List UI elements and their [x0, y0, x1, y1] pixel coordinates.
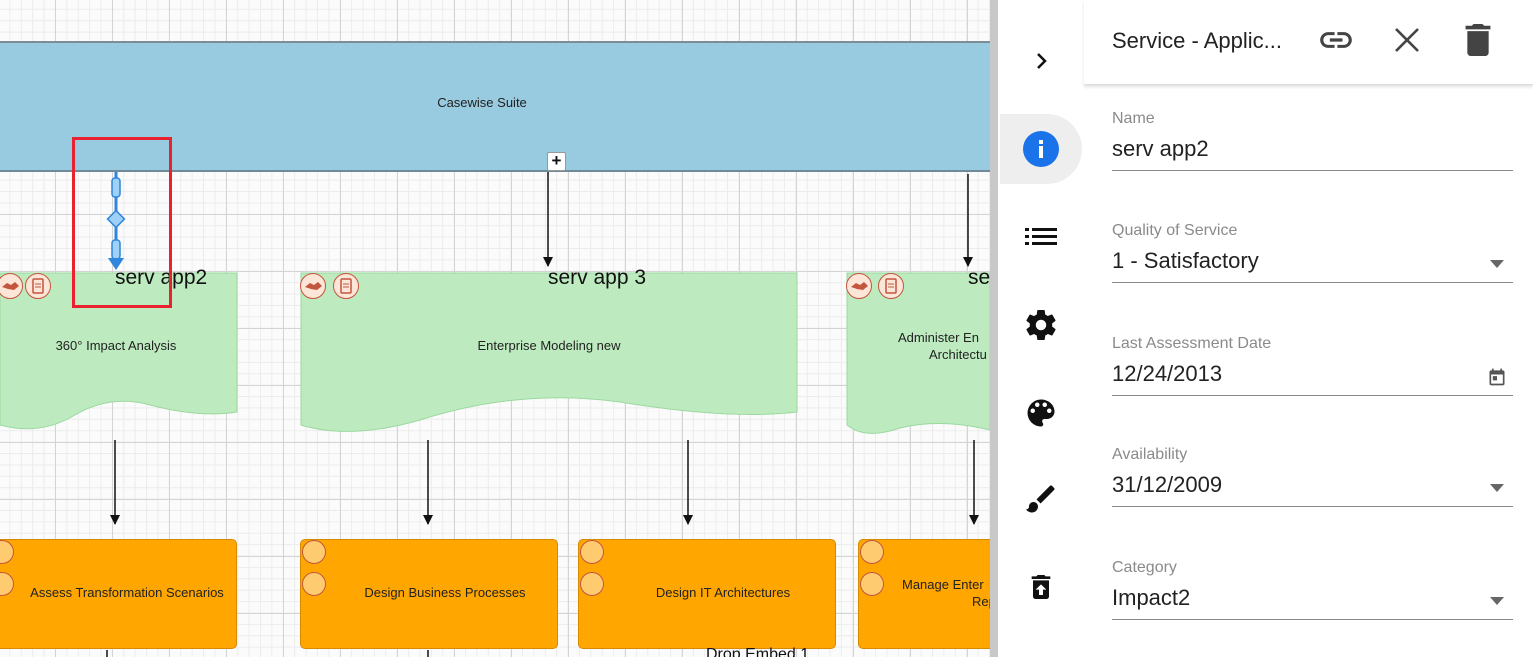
service-label: Enterprise Modeling new: [477, 338, 621, 353]
field-underline: [1112, 619, 1513, 620]
category-field-value[interactable]: Impact2: [1112, 585, 1191, 610]
process-label: Design IT Architectures: [655, 585, 791, 600]
process-label-line: Manage Enter: [902, 577, 984, 592]
trash-icon: [1465, 24, 1491, 56]
name-field-value[interactable]: serv app2: [1112, 136, 1209, 161]
tab-brush[interactable]: [998, 470, 1084, 528]
add-child-button[interactable]: +: [547, 152, 566, 171]
delete-button[interactable]: [1458, 20, 1498, 60]
dropdown-arrow-icon[interactable]: [1487, 254, 1507, 274]
tab-settings[interactable]: [998, 296, 1084, 354]
link-button[interactable]: [1316, 20, 1356, 60]
assessment-field-label: Last Assessment Date: [1112, 335, 1272, 352]
process-edit-icon: [860, 572, 884, 596]
tab-info[interactable]: [998, 120, 1084, 178]
field-underline: [1112, 170, 1513, 171]
assessment-field-value[interactable]: 12/24/2013: [1112, 361, 1223, 386]
process-label-line: Rep: [972, 594, 990, 609]
process-type-icon: [302, 540, 326, 564]
casewise-suite-shape[interactable]: Casewise Suite: [0, 41, 990, 172]
diagram-shapes: [0, 172, 990, 657]
service-label: 360° Impact Analysis: [55, 338, 177, 353]
info-icon: [1023, 131, 1059, 167]
quality-field-value[interactable]: 1 - Satisfactory: [1112, 248, 1259, 273]
properties-panel: Service - Applic... Name serv app2 Quali…: [1084, 0, 1533, 657]
service-title: se: [968, 266, 990, 289]
selected-connector: [106, 172, 126, 270]
handshake-icon: [300, 273, 326, 299]
panel-header: Service - Applic...: [1084, 0, 1533, 85]
calendar-icon[interactable]: [1487, 367, 1507, 387]
list-icon: [1025, 228, 1057, 245]
service-shape-third: [846, 272, 990, 434]
handshake-icon: [846, 273, 872, 299]
process-type-icon: [860, 540, 884, 564]
service-title: serv app 3: [548, 266, 647, 289]
process-edit-icon: [302, 572, 326, 596]
collapse-panel-button[interactable]: [998, 32, 1084, 90]
field-underline: [1112, 506, 1513, 507]
gear-icon: [1026, 310, 1056, 341]
availability-field-label: Availability: [1112, 446, 1188, 463]
tab-delete-restore[interactable]: [998, 558, 1084, 616]
embedded-label-fragment: Drop Embed 1: [706, 646, 810, 657]
panel-splitter[interactable]: [990, 0, 998, 657]
process-box[interactable]: Assess Transformation Scenarios: [0, 539, 237, 649]
link-icon: [1320, 32, 1352, 48]
brush-icon: [1026, 485, 1055, 513]
process-box[interactable]: Design Business Processes: [300, 539, 558, 649]
process-type-icon: [580, 540, 604, 564]
close-button[interactable]: [1387, 20, 1427, 60]
category-field-label: Category: [1112, 559, 1177, 576]
dropdown-arrow-icon[interactable]: [1487, 591, 1507, 611]
tab-list[interactable]: [998, 208, 1084, 266]
delete-restore-icon: [1031, 575, 1051, 599]
quality-field-label: Quality of Service: [1112, 222, 1238, 239]
close-icon: [1395, 28, 1419, 52]
service-title: serv app2: [115, 266, 208, 289]
handshake-icon: [0, 273, 23, 299]
service-shape-serv-app2: [0, 272, 238, 430]
process-label: Manage Enter Rep: [902, 576, 990, 610]
panel-title: Service - Applic...: [1112, 28, 1282, 53]
clipboard-icon: [333, 273, 359, 299]
service-label-line: Architectu: [929, 347, 987, 362]
service-label: Administer En Architectu: [898, 329, 987, 363]
process-edit-icon: [580, 572, 604, 596]
process-label: Assess Transformation Scenarios: [30, 585, 224, 600]
field-underline: [1112, 282, 1513, 283]
dropdown-arrow-icon[interactable]: [1487, 478, 1507, 498]
clipboard-icon: [878, 273, 904, 299]
selection-highlight: [72, 137, 172, 308]
availability-field-value[interactable]: 31/12/2009: [1112, 472, 1223, 497]
process-label: Design Business Processes: [364, 585, 526, 600]
palette-icon: [1027, 399, 1055, 427]
properties-rail: [998, 0, 1084, 657]
name-field-label: Name: [1112, 110, 1155, 127]
service-label-line: Administer En: [898, 330, 979, 345]
tab-palette[interactable]: [998, 384, 1084, 442]
chevron-right-icon: [1037, 53, 1047, 69]
service-shape-serv-app3: [300, 272, 798, 432]
process-box[interactable]: Design IT Architectures: [578, 539, 836, 649]
clipboard-icon: [25, 273, 51, 299]
field-underline: [1112, 395, 1513, 396]
diagram-canvas[interactable]: Casewise Suite + serv: [0, 0, 990, 657]
casewise-suite-label: Casewise Suite: [437, 95, 527, 110]
